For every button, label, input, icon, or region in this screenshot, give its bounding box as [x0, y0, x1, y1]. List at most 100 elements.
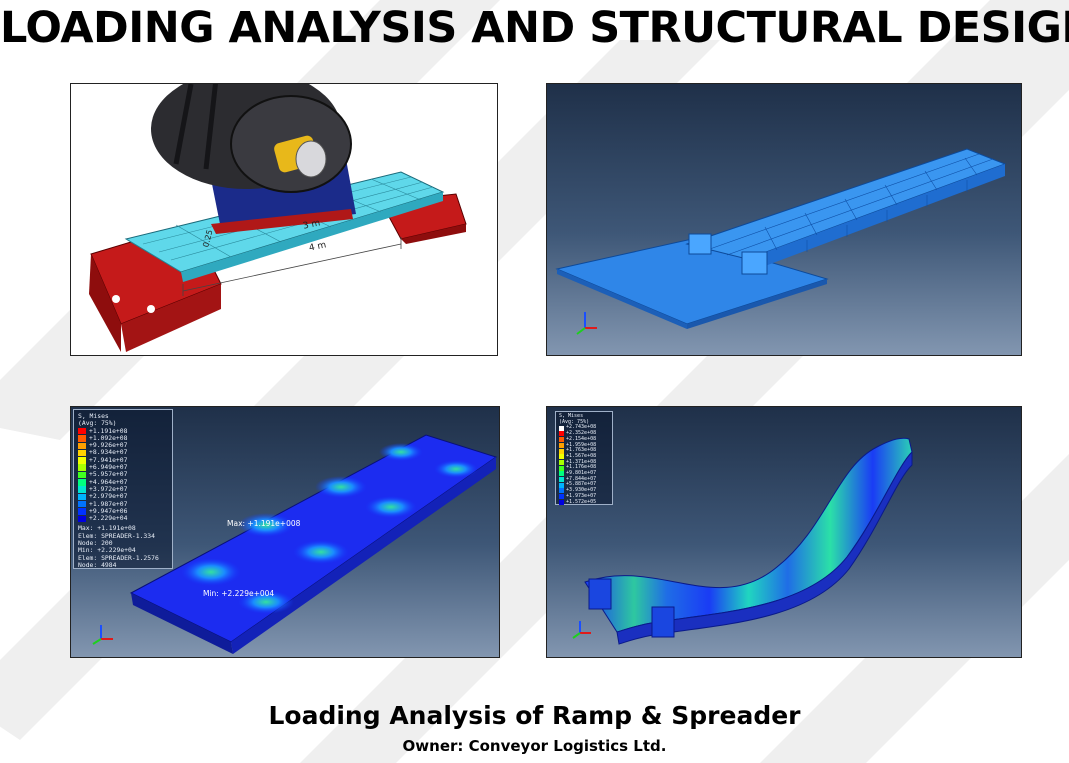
legend-swatch: [78, 464, 86, 471]
legend-row: +1.176e+08: [559, 465, 609, 471]
legend-row: +3.930e+07: [559, 487, 609, 494]
legend-row: +1.959e+08: [559, 441, 609, 449]
legend-avg: (Avg: 75%): [78, 419, 117, 428]
stress-legend: S, Mises (Avg: 75%) +1.191e+08+1.092e+08…: [73, 409, 173, 569]
legend-row: +4.964e+07: [78, 477, 168, 486]
panel-spreader-stress: S, Mises (Avg: 75%) +1.191e+08+1.092e+08…: [70, 406, 500, 658]
legend-swatch: [78, 435, 86, 442]
legend-value: +7.941e+07: [89, 455, 128, 464]
spreader-slab-side: [231, 457, 496, 654]
legend-swatch: [78, 500, 86, 508]
legend-row: +6.949e+07: [78, 463, 168, 472]
legend-swatch: [559, 482, 564, 488]
axis-triad: [576, 312, 597, 335]
legend-swatch: [78, 486, 86, 493]
legend-row: +2.352e+08: [559, 430, 609, 437]
legend-swatch: [559, 477, 564, 483]
legend-swatch: [78, 479, 86, 486]
legend-value: +1.987e+07: [89, 499, 128, 508]
legend-swatch: [559, 442, 564, 448]
legend-title: S, Mises: [78, 412, 109, 420]
legend-swatch: [559, 431, 564, 437]
min-stress-label: Min: +2.229e+004: [203, 589, 275, 598]
legend-max-line2: Elem: SPREADER-1.334: [78, 531, 155, 540]
legend-rows: +1.191e+08+1.092e+08+9.926e+07+8.934e+07…: [78, 426, 168, 523]
legend-swatch: [559, 488, 564, 494]
legend-value: +2.352e+08: [566, 430, 597, 437]
spreader-side: [747, 164, 1005, 272]
support-hole: [147, 305, 155, 313]
legend-row: +9.926e+07: [78, 441, 168, 450]
base-plate-edge-front: [687, 279, 827, 329]
legend-swatch: [78, 442, 86, 450]
legend-row: +2.979e+07: [78, 492, 168, 501]
legend-swatch: [559, 448, 564, 454]
ramp-model-illustration: [89, 84, 467, 352]
legend-value: +1.959e+08: [566, 441, 597, 448]
legend-value: +1.191e+08: [89, 426, 128, 435]
left-support-side: [89, 254, 121, 352]
legend-swatch: [78, 449, 86, 457]
legend-rows: +2.743e+08+2.352e+08+2.154e+08+1.959e+08…: [559, 425, 609, 505]
legend-min-line1: Min: +2.229e+04: [78, 546, 136, 555]
legend-swatch: [559, 437, 564, 443]
legend-value: +9.801e+07: [566, 470, 597, 477]
legend-value: +1.176e+08: [566, 464, 597, 471]
legend-value: +2.154e+08: [566, 435, 597, 442]
legend-swatch: [559, 465, 564, 471]
legend-value: +9.926e+07: [89, 441, 128, 450]
legend-swatch: [559, 459, 564, 465]
panel-ramp-model: 3 m 0.25 4 m: [70, 83, 498, 356]
ramp-end-block: [651, 606, 675, 638]
legend-value: +6.949e+07: [89, 463, 128, 472]
axis-triad: [572, 621, 591, 639]
spreader-stress-illustration: [92, 434, 498, 654]
legend-value: +3.930e+07: [566, 487, 597, 494]
legend-row: +5.957e+07: [78, 471, 168, 479]
legend-row: +7.941e+07: [78, 455, 168, 464]
legend-row: +5.887e+07: [559, 482, 609, 488]
dimension-line: [182, 243, 402, 292]
legend-swatch: [78, 471, 86, 479]
max-stress-label: Max: +1.191e+008: [227, 519, 301, 528]
legend-row: +2.154e+08: [559, 435, 609, 443]
legend-row: +8.934e+07: [78, 448, 168, 457]
base-plate-edge: [557, 269, 687, 329]
legend-row: +3.972e+07: [78, 485, 168, 493]
legend-value: +1.567e+08: [566, 452, 597, 459]
legend-swatch: [78, 515, 86, 523]
legend-value: +8.934e+07: [89, 448, 128, 457]
legend-min-line3: Node: 4984: [78, 560, 117, 569]
support-hole: [112, 295, 120, 303]
legend-min-line2: Elem: SPREADER-1.2576: [78, 553, 159, 562]
spreader-deck: [685, 148, 1007, 260]
ramp-stress-illustration: [572, 437, 913, 645]
legend-swatch: [559, 494, 564, 500]
legend-swatch: [78, 427, 86, 435]
right-support-front: [401, 224, 466, 244]
spreader-slab-front: [131, 593, 233, 654]
joint-block: [741, 251, 768, 275]
legend-value: +4.964e+07: [89, 477, 128, 486]
deck-front: [181, 192, 443, 282]
legend-row: +1.191e+08: [78, 426, 168, 435]
ramp-end-block: [588, 578, 612, 610]
stress-hotspots: [181, 443, 478, 614]
legend-value: +1.371e+08: [566, 458, 597, 465]
legend-row: +1.763e+08: [559, 448, 609, 454]
legend-value: +1.092e+08: [89, 433, 128, 442]
legend-value: +2.743e+08: [566, 424, 597, 431]
legend-value: +1.973e+07: [566, 492, 597, 499]
left-support-front: [121, 284, 221, 352]
owner-line: Owner: Conveyor Logistics Ltd.: [402, 737, 667, 755]
legend-swatch: [78, 508, 86, 515]
legend-value: +1.763e+08: [566, 447, 597, 454]
legend-row: +1.567e+08: [559, 452, 609, 460]
legend-swatch: [559, 499, 564, 505]
caption: Loading Analysis of Ramp & Spreader: [268, 701, 801, 730]
legend-row: +1.092e+08: [78, 433, 168, 442]
legend-swatch: [78, 457, 86, 464]
pedestal-base: [211, 209, 353, 234]
legend-row: +1.987e+07: [78, 499, 168, 508]
joint-block: [688, 233, 712, 255]
